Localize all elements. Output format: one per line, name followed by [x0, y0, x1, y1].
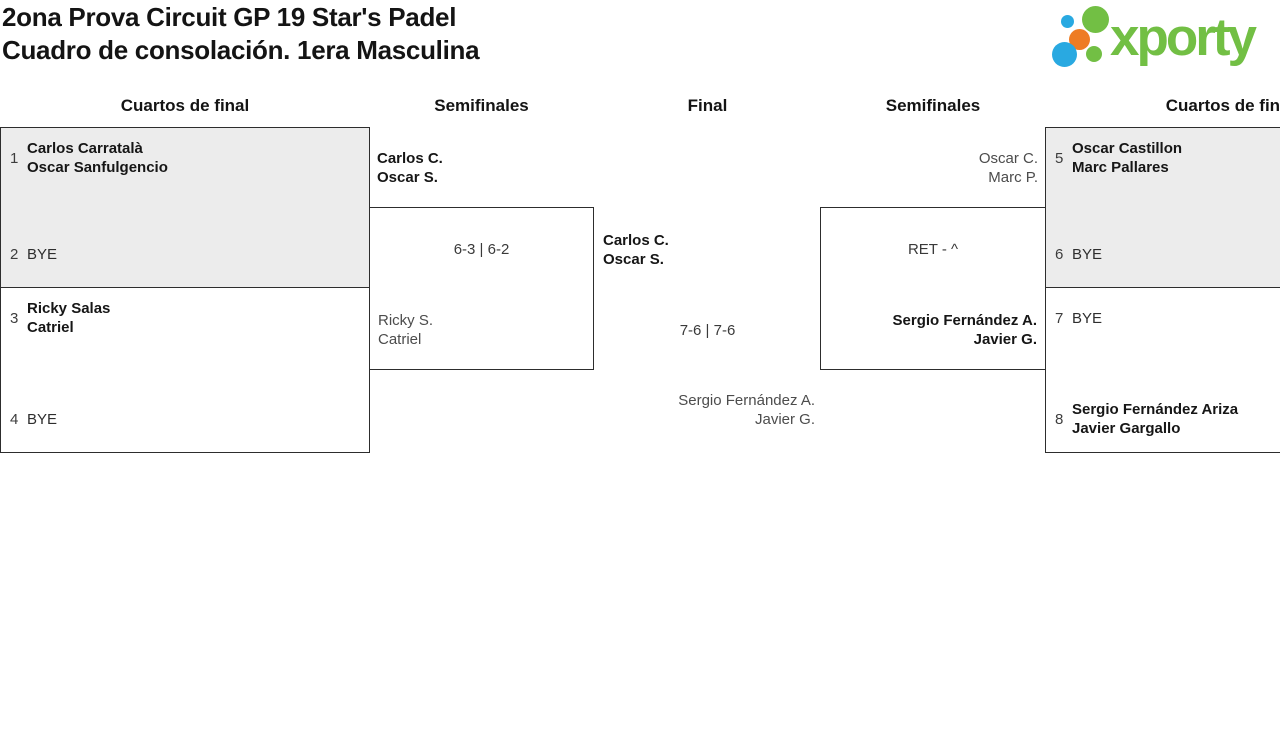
- bye-label: BYE: [27, 410, 58, 428]
- team-entry: 5 Oscar Castillon Marc Pallares: [1055, 136, 1280, 180]
- bye-label: BYE: [27, 245, 58, 263]
- player-name: Oscar S.: [603, 251, 664, 268]
- sf-right-advancer-team: Sergio Fernández A. Javier G.: [893, 311, 1037, 349]
- round-label-right-semifinals: Semifinales: [885, 96, 981, 115]
- bracket-subtitle: Cuadro de consolación. 1era Masculina: [2, 35, 480, 65]
- xporty-logo[interactable]: xporty: [1048, 2, 1280, 68]
- team-entry: 2 BYE: [10, 236, 360, 272]
- page-title: 2ona Prova Circuit GP 19 Star's Padel Cu…: [2, 1, 480, 67]
- tournament-title: 2ona Prova Circuit GP 19 Star's Padel: [2, 2, 457, 32]
- player-name: Carlos C.: [603, 232, 669, 249]
- logo-dot-icon: [1052, 42, 1077, 67]
- match-score: RET - ^: [907, 241, 959, 258]
- player-name: Sergio Fernández A.: [678, 392, 815, 409]
- player-name: Carlos C.: [377, 150, 443, 167]
- player-name: Oscar Sanfulgencio: [27, 159, 168, 176]
- player-name: Sergio Fernández A.: [892, 312, 1037, 329]
- player-name: Oscar S.: [377, 169, 438, 186]
- seed-number: 4: [10, 410, 19, 428]
- logo-dot-icon: [1086, 46, 1102, 62]
- team-names: Oscar Castillon Marc Pallares: [1072, 139, 1182, 177]
- sf-left-opponent-team: Ricky S. Catriel: [378, 311, 433, 349]
- match-box-qf-left-bottom: 3 Ricky Salas Catriel 4 BYE: [0, 287, 370, 453]
- final-match-score: 7-6 | 7-6: [679, 322, 736, 339]
- team-names: Ricky Salas Catriel: [27, 299, 110, 337]
- seed-number: 6: [1055, 245, 1064, 263]
- match-score: 6-3 | 6-2: [453, 241, 510, 258]
- player-name: Catriel: [378, 331, 422, 348]
- seed-number: 8: [1055, 410, 1064, 428]
- team-entry: 8 Sergio Fernández Ariza Javier Gargallo: [1055, 401, 1280, 437]
- match-box-semifinal-right: RET - ^ Sergio Fernández A. Javier G.: [820, 207, 1046, 370]
- bye-label: BYE: [1072, 245, 1103, 263]
- match-box-semifinal-left: 6-3 | 6-2 Ricky S. Catriel: [369, 207, 594, 370]
- bye-label: BYE: [1072, 309, 1103, 327]
- team-names: Carlos Carratalà Oscar Sanfulgencio: [27, 139, 168, 177]
- player-name: Marc P.: [988, 169, 1038, 186]
- sf-right-opponent-team: Oscar C. Marc P.: [979, 149, 1038, 187]
- seed-number: 7: [1055, 309, 1064, 327]
- final-team-right: Sergio Fernández A. Javier G.: [678, 391, 815, 429]
- logo-dot-icon: [1069, 29, 1090, 50]
- player-name: Sergio Fernández Ariza: [1072, 401, 1239, 418]
- logo-dot-icon: [1061, 15, 1074, 28]
- player-name: Catriel: [27, 319, 74, 336]
- match-box-qf-left-top: 1 Carlos Carratalà Oscar Sanfulgencio 2 …: [0, 127, 370, 288]
- player-name: Oscar C.: [978, 150, 1038, 167]
- logo-dot-icon: [1082, 6, 1109, 33]
- player-name: Javier Gargallo: [1072, 420, 1181, 437]
- player-name: Carlos Carratalà: [27, 140, 143, 157]
- round-label-right-quarterfinals: Cuartos de final: [1165, 96, 1280, 115]
- round-label-left-semifinals: Semifinales: [434, 96, 529, 115]
- final-team-left: Carlos C. Oscar S.: [603, 231, 669, 269]
- seed-number: 2: [10, 245, 19, 263]
- logo-wordmark: xporty: [1110, 8, 1257, 67]
- player-name: Ricky Salas: [27, 300, 111, 317]
- match-box-qf-right-top: 5 Oscar Castillon Marc Pallares 6 BYE: [1045, 127, 1280, 288]
- team-entry: 7 BYE: [1055, 296, 1280, 340]
- sf-left-advancer-team: Carlos C. Oscar S.: [377, 149, 443, 187]
- player-name: Oscar Castillon: [1072, 140, 1183, 157]
- seed-number: 1: [10, 149, 19, 167]
- seed-number: 5: [1055, 149, 1064, 167]
- seed-number: 3: [10, 309, 19, 327]
- player-name: Ricky S.: [378, 312, 434, 329]
- match-box-qf-right-bottom: 7 BYE 8 Sergio Fernández Ariza Javier Ga…: [1045, 287, 1280, 453]
- team-names: Sergio Fernández Ariza Javier Gargallo: [1072, 400, 1238, 438]
- team-entry: 6 BYE: [1055, 236, 1280, 272]
- team-entry: 3 Ricky Salas Catriel: [10, 296, 360, 340]
- player-name: Javier G.: [754, 411, 815, 428]
- team-entry: 1 Carlos Carratalà Oscar Sanfulgencio: [10, 136, 360, 180]
- team-entry: 4 BYE: [10, 401, 360, 437]
- round-label-left-quarterfinals: Cuartos de final: [120, 96, 250, 115]
- round-label-final: Final: [687, 96, 728, 115]
- player-name: Javier G.: [973, 331, 1037, 348]
- player-name: Marc Pallares: [1072, 159, 1169, 176]
